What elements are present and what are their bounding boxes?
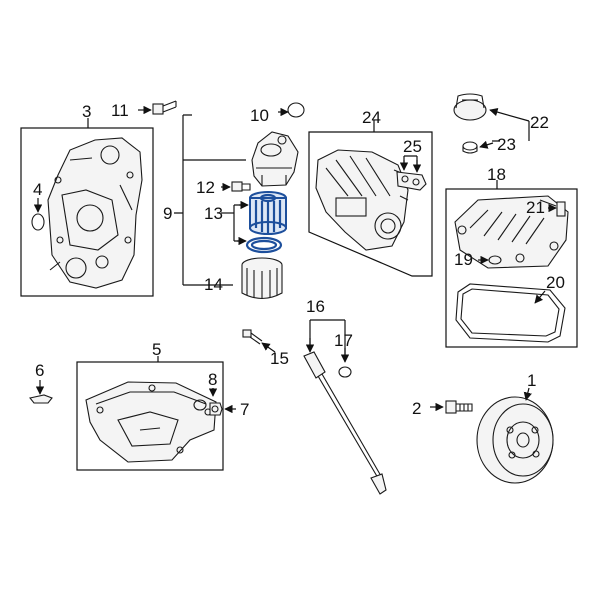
intake-manifold-illustration [315, 149, 409, 251]
oil-filter-element-part-13 [249, 191, 287, 235]
callout-16: 16 [306, 297, 325, 316]
callout-13: 13 [204, 204, 223, 223]
oil-filter-housing [251, 131, 299, 187]
valve-cover-box [445, 188, 578, 348]
drain-plug-part-12 [221, 181, 251, 192]
bolt-part-15 [242, 329, 276, 353]
bracket-part-6 [29, 380, 53, 404]
valve-cover-group [445, 180, 578, 348]
callout-7: 7 [240, 400, 249, 419]
pulley-bolt-part-2 [430, 400, 473, 414]
callout-24: 24 [362, 108, 381, 127]
drain-washer-part-8 [193, 388, 218, 411]
intake-manifold-box [308, 131, 433, 277]
callout-19: 19 [454, 250, 473, 269]
oil-pan-box [76, 361, 224, 471]
dipstick-seal-part-17 [338, 366, 352, 378]
manifold-gasket-part-25 [396, 171, 427, 191]
callout-17: 17 [334, 331, 353, 350]
valve-cover-gasket-part-20 [455, 283, 566, 343]
callout-6: 6 [35, 361, 44, 380]
timing-cover-group [20, 118, 154, 297]
callout-15: 15 [270, 349, 289, 368]
dipstick-group [303, 319, 387, 495]
callout-25: 25 [403, 137, 422, 156]
valve-cover-illustration [454, 195, 569, 269]
oil-pan-illustration [85, 381, 217, 463]
oil-filter-assembly-group [174, 102, 305, 300]
pcv-valve-part-21 [548, 201, 566, 217]
callout-10: 10 [250, 106, 269, 125]
callout-18: 18 [487, 165, 506, 184]
callout-20: 20 [546, 273, 565, 292]
crankshaft-pulley-part-1 [476, 387, 554, 484]
filter-gasket-part-13 [245, 236, 283, 254]
callout-14: 14 [204, 275, 223, 294]
callout-22: 22 [530, 113, 549, 132]
seal-ring-part-19 [478, 255, 502, 265]
callout-12: 12 [196, 178, 215, 197]
callout-3: 3 [82, 102, 91, 121]
timing-cover-box [20, 127, 154, 297]
callout-2: 2 [412, 399, 421, 418]
o-ring-part-4 [31, 213, 45, 231]
callout-9: 9 [163, 204, 172, 223]
callout-labels: 1 2 3 4 5 6 7 8 9 10 11 12 13 14 15 16 1… [33, 101, 565, 419]
bolt-part-11 [138, 100, 177, 115]
drain-plug-part-7 [209, 402, 236, 416]
oil-pan-group [76, 356, 236, 471]
oil-filter-cap-part-14 [241, 257, 283, 300]
callout-1: 1 [527, 371, 536, 390]
callout-21: 21 [526, 198, 545, 217]
filler-cap-seal-part-23 [462, 121, 530, 154]
dipstick-part-16 [303, 351, 387, 495]
callout-8: 8 [208, 370, 217, 389]
callout-11: 11 [111, 101, 129, 120]
callout-5: 5 [152, 340, 161, 359]
callout-4: 4 [33, 180, 42, 199]
callout-23: 23 [497, 135, 516, 154]
intake-manifold-group [308, 120, 433, 277]
o-ring-part-10 [287, 102, 305, 118]
timing-cover-illustration [47, 137, 143, 289]
oil-filler-cap-part-22 [453, 93, 530, 122]
